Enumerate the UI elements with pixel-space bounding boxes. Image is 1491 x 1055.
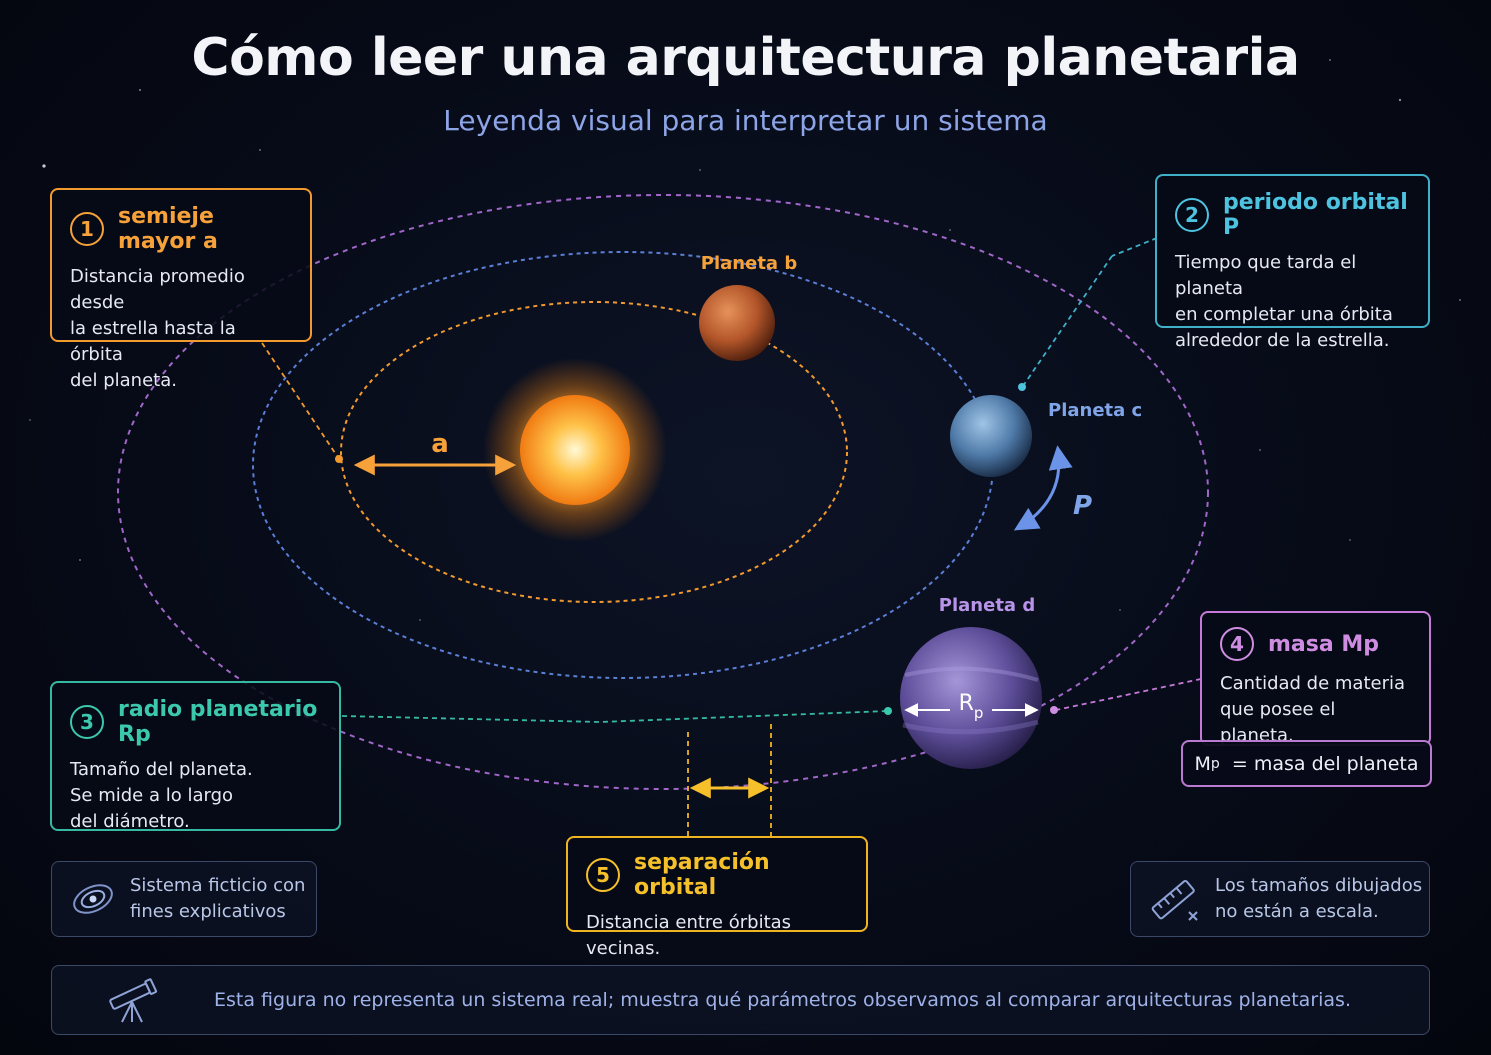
page-subtitle: Leyenda visual para interpretar un siste… [443, 104, 1048, 137]
semimajor-label: a [431, 429, 449, 459]
card-description: Cantidad de materia que posee el planeta… [1220, 673, 1406, 746]
card-title: semieje mayor a [118, 204, 218, 254]
formula-symbol: M [1194, 752, 1211, 775]
card-number: 4 [1220, 627, 1254, 661]
card2-leader-line [1111, 237, 1158, 257]
note-fictional-system: Sistema ficticio con fines explicativos [51, 861, 317, 937]
star [520, 395, 630, 505]
planet-d-band [904, 666, 1039, 682]
planet-b [699, 285, 775, 361]
card-title: masa Mp [1268, 631, 1380, 657]
outer-orbit [117, 194, 1209, 790]
planet-d-label: Planeta d [939, 595, 1035, 616]
card-title: radio planetario Rp [118, 697, 318, 747]
card3-leader-line [341, 710, 889, 723]
card-description: Tiempo que tarda el planeta en completar… [1175, 252, 1393, 351]
card-description: Tamaño del planeta. Se mide a lo largo d… [70, 759, 253, 832]
ruler-icon [1151, 879, 1198, 921]
telescope-icon [109, 978, 158, 1023]
card-semimajor-axis: 1 semieje mayor a Distancia promedio des… [50, 188, 312, 391]
galaxy-icon [73, 884, 113, 914]
planet-c-label: Planeta c [1048, 400, 1142, 421]
period-label: P [1073, 491, 1092, 521]
inner-orbit [340, 301, 848, 603]
radius-label: Rp [959, 691, 984, 722]
note-text: Sistema ficticio con fines explicativos [130, 875, 306, 922]
card-number: 1 [70, 212, 104, 246]
period-arrow [1013, 445, 1073, 531]
formula-text: = masa del planeta [1231, 752, 1419, 775]
footer-text: Esta figura no representa un sistema rea… [214, 989, 1351, 1011]
semimajor-endpoint [335, 455, 343, 463]
card-planet-radius: 3 radio planetario Rp Tamaño del planeta… [50, 681, 341, 832]
note-text: Los tamaños dibujados no están a escala. [1215, 875, 1423, 922]
card-number: 3 [70, 705, 104, 739]
card-title: separación orbital [634, 850, 770, 900]
card-title: periodo orbital P [1223, 190, 1408, 240]
formula-subscript: p [1210, 755, 1220, 772]
card-planet-mass: 4 masa Mp Cantidad de materia que posee … [1200, 611, 1431, 746]
card-description: Distancia promedio desde la estrella has… [70, 266, 245, 391]
planet-c [950, 395, 1032, 477]
footer-disclaimer: Esta figura no representa un sistema rea… [51, 965, 1430, 1035]
planet-b-label: Planeta b [701, 253, 798, 274]
planet-d [900, 627, 1042, 769]
card-number: 2 [1175, 198, 1209, 232]
page-title: Cómo leer una arquitectura planetaria [191, 28, 1300, 88]
radius-endpoint [884, 707, 892, 715]
card-description: Distancia entre órbitas vecinas. [586, 912, 792, 959]
note-not-to-scale: Los tamaños dibujados no están a escala. [1130, 861, 1430, 937]
card-orbital-separation: 5 separación orbital Distancia entre órb… [566, 836, 868, 959]
planet-d-band-2 [902, 719, 1039, 735]
star-field [29, 59, 1461, 621]
card-orbital-period: 2 periodo orbital P Tiempo que tarda el … [1155, 174, 1430, 351]
card4-leader-line [1055, 678, 1202, 711]
period-endpoint [1018, 383, 1026, 391]
card-number: 5 [586, 858, 620, 892]
mass-endpoint [1050, 706, 1058, 714]
